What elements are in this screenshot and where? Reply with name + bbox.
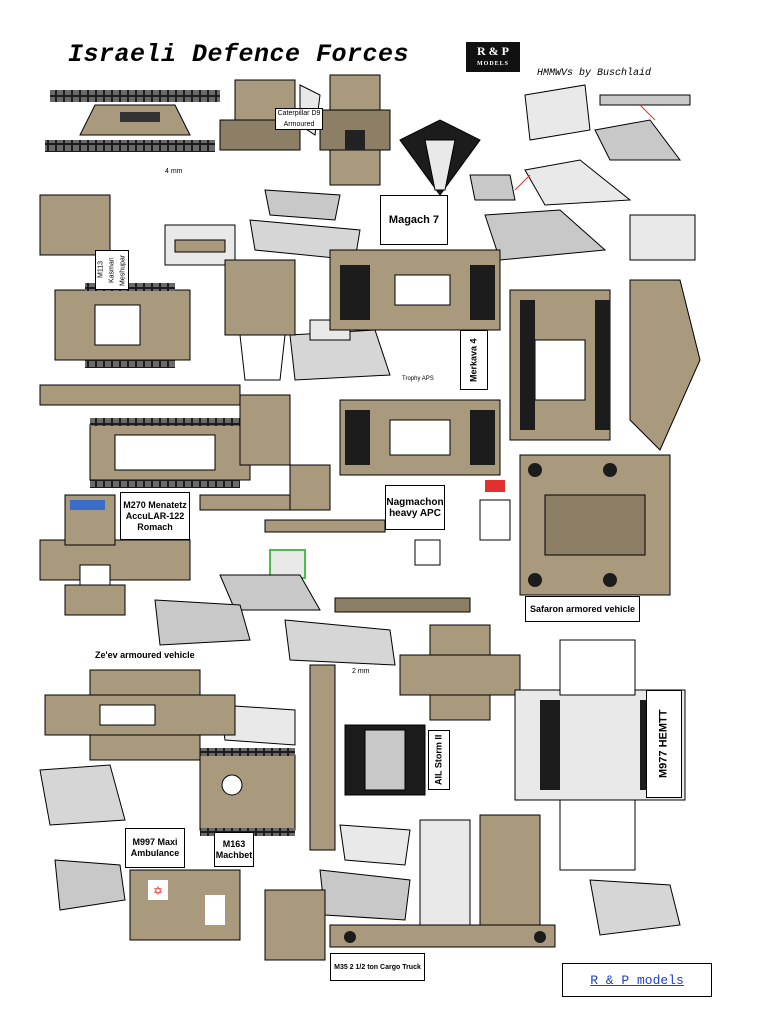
label-maxi-ambulance: M997 Maxi Ambulance [125, 828, 185, 868]
label-merkava: Merkava 4 [460, 330, 488, 390]
zeev-net [44, 669, 236, 761]
label-hemtt: M977 HEMTT [646, 690, 682, 798]
label-cargo-truck: M35 2 1/2 ton Cargo Truck [330, 953, 425, 981]
magach-hull-net [329, 249, 501, 331]
hmmwv-parts [469, 84, 696, 261]
label-machbet: M163 Machbet [214, 832, 254, 867]
ambulance-net: ✡ [129, 869, 241, 941]
page-title: Israeli Defence Forces [68, 40, 410, 69]
rp-models-link[interactable]: R & P models [562, 963, 712, 997]
svg-text:✡: ✡ [153, 884, 163, 898]
label-menatetz: M270 Menatetz AccuLAR-122 Romach [120, 492, 190, 540]
rp-logo: R & P MODELS [466, 42, 520, 72]
logo-main-text: R & P [477, 44, 509, 58]
label-zeev: Ze'ev armoured vehicle [95, 650, 195, 660]
label-nagmachon: Nagmachon heavy APC [385, 485, 445, 530]
logo-sub-text: MODELS [476, 61, 509, 67]
misc-centre-parts [199, 464, 521, 721]
cargo-truck-net [264, 814, 556, 961]
label-caterpillar: Caterpillar D9 Armoured [275, 108, 323, 130]
m163-net [199, 748, 296, 836]
grey-hull-blocks [39, 599, 681, 936]
label-safaron: Safaron armored vehicle [525, 596, 640, 622]
caterpillar-track-parts [45, 90, 220, 152]
storm-net [309, 664, 426, 851]
safaron-net [479, 454, 671, 596]
subtitle: HMMWVs by Buschlaid [537, 68, 652, 79]
nagmachon-hull-net [339, 399, 501, 476]
label-m113: M113 Kasman Meshupar [95, 250, 129, 290]
label-storm: AIL Storm II [428, 730, 450, 790]
hull-side-strip [39, 384, 241, 406]
armour-hull-net [319, 74, 481, 196]
label-dim-2mm: 2 mm [352, 668, 370, 675]
label-dim-4mm: 4 mm [165, 168, 183, 175]
m270-net [39, 394, 291, 616]
label-magach: Magach 7 [380, 195, 448, 245]
label-trophy: Trophy APS [402, 376, 434, 382]
merkava-parts [224, 259, 701, 451]
m113-net [39, 194, 191, 368]
